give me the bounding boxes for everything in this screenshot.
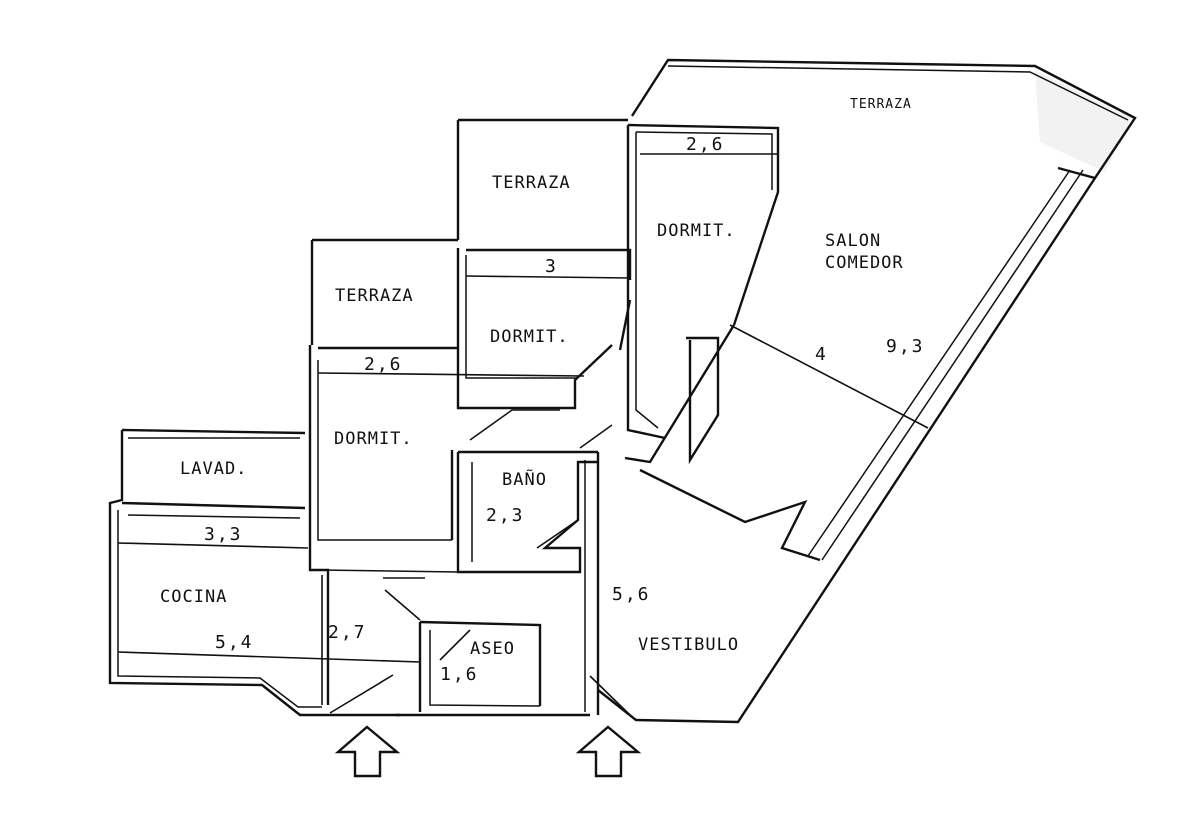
dim-line-salon-width [729,324,929,429]
dim-cocina-lower: 5,4 [215,632,254,653]
label-terraza-mid: TERRAZA [492,173,571,193]
room-labels: TERRAZA TERRAZA TERRAZA DORMIT. DORMIT. … [160,97,912,659]
label-dormit-1: DORMIT. [657,221,736,241]
terrace-hatch [1035,70,1132,172]
dim-line-cocina-lower [117,651,421,663]
label-lavad: LAVAD. [180,459,247,479]
dim-bano: 2,3 [486,505,525,526]
dimension-labels: 2,6 3 2,6 4 9,3 2,3 3,3 5,4 2,7 1,6 5,6 [204,134,925,685]
dim-line-dormit-3 [317,372,585,377]
dim-line-cocina-upper [117,542,309,549]
label-aseo: ASEO [470,639,515,659]
dim-pasillo: 2,7 [328,622,367,643]
label-vestibulo: VESTIBULO [638,635,739,655]
label-comedor: COMEDOR [825,253,904,273]
label-terraza-left: TERRAZA [335,286,414,306]
interior-walls [121,123,821,715]
dim-dormit-3: 2,6 [364,354,403,375]
dim-salon-width: 4 [815,344,828,365]
label-bano: BAÑO [502,468,547,490]
dim-dormit-2: 3 [545,256,558,277]
outer-walls [108,58,1137,724]
label-terraza-salon: TERRAZA [850,97,912,112]
dim-salon-length: 9,3 [886,336,925,357]
dim-vestibulo: 5,6 [612,584,651,605]
dim-dormit-1: 2,6 [686,134,725,155]
label-salon: SALON [825,231,881,251]
entrance-arrow-right [575,725,642,778]
label-cocina: COCINA [160,587,227,607]
dim-aseo: 1,6 [440,664,479,685]
label-dormit-2: DORMIT. [490,327,569,347]
dim-cocina-upper: 3,3 [204,524,243,545]
entrance-arrow-left [334,725,401,778]
label-dormit-3: DORMIT. [334,429,413,449]
dim-line-dormit-2 [465,275,631,279]
door-swings [329,519,631,716]
dimension-lines [117,153,929,705]
